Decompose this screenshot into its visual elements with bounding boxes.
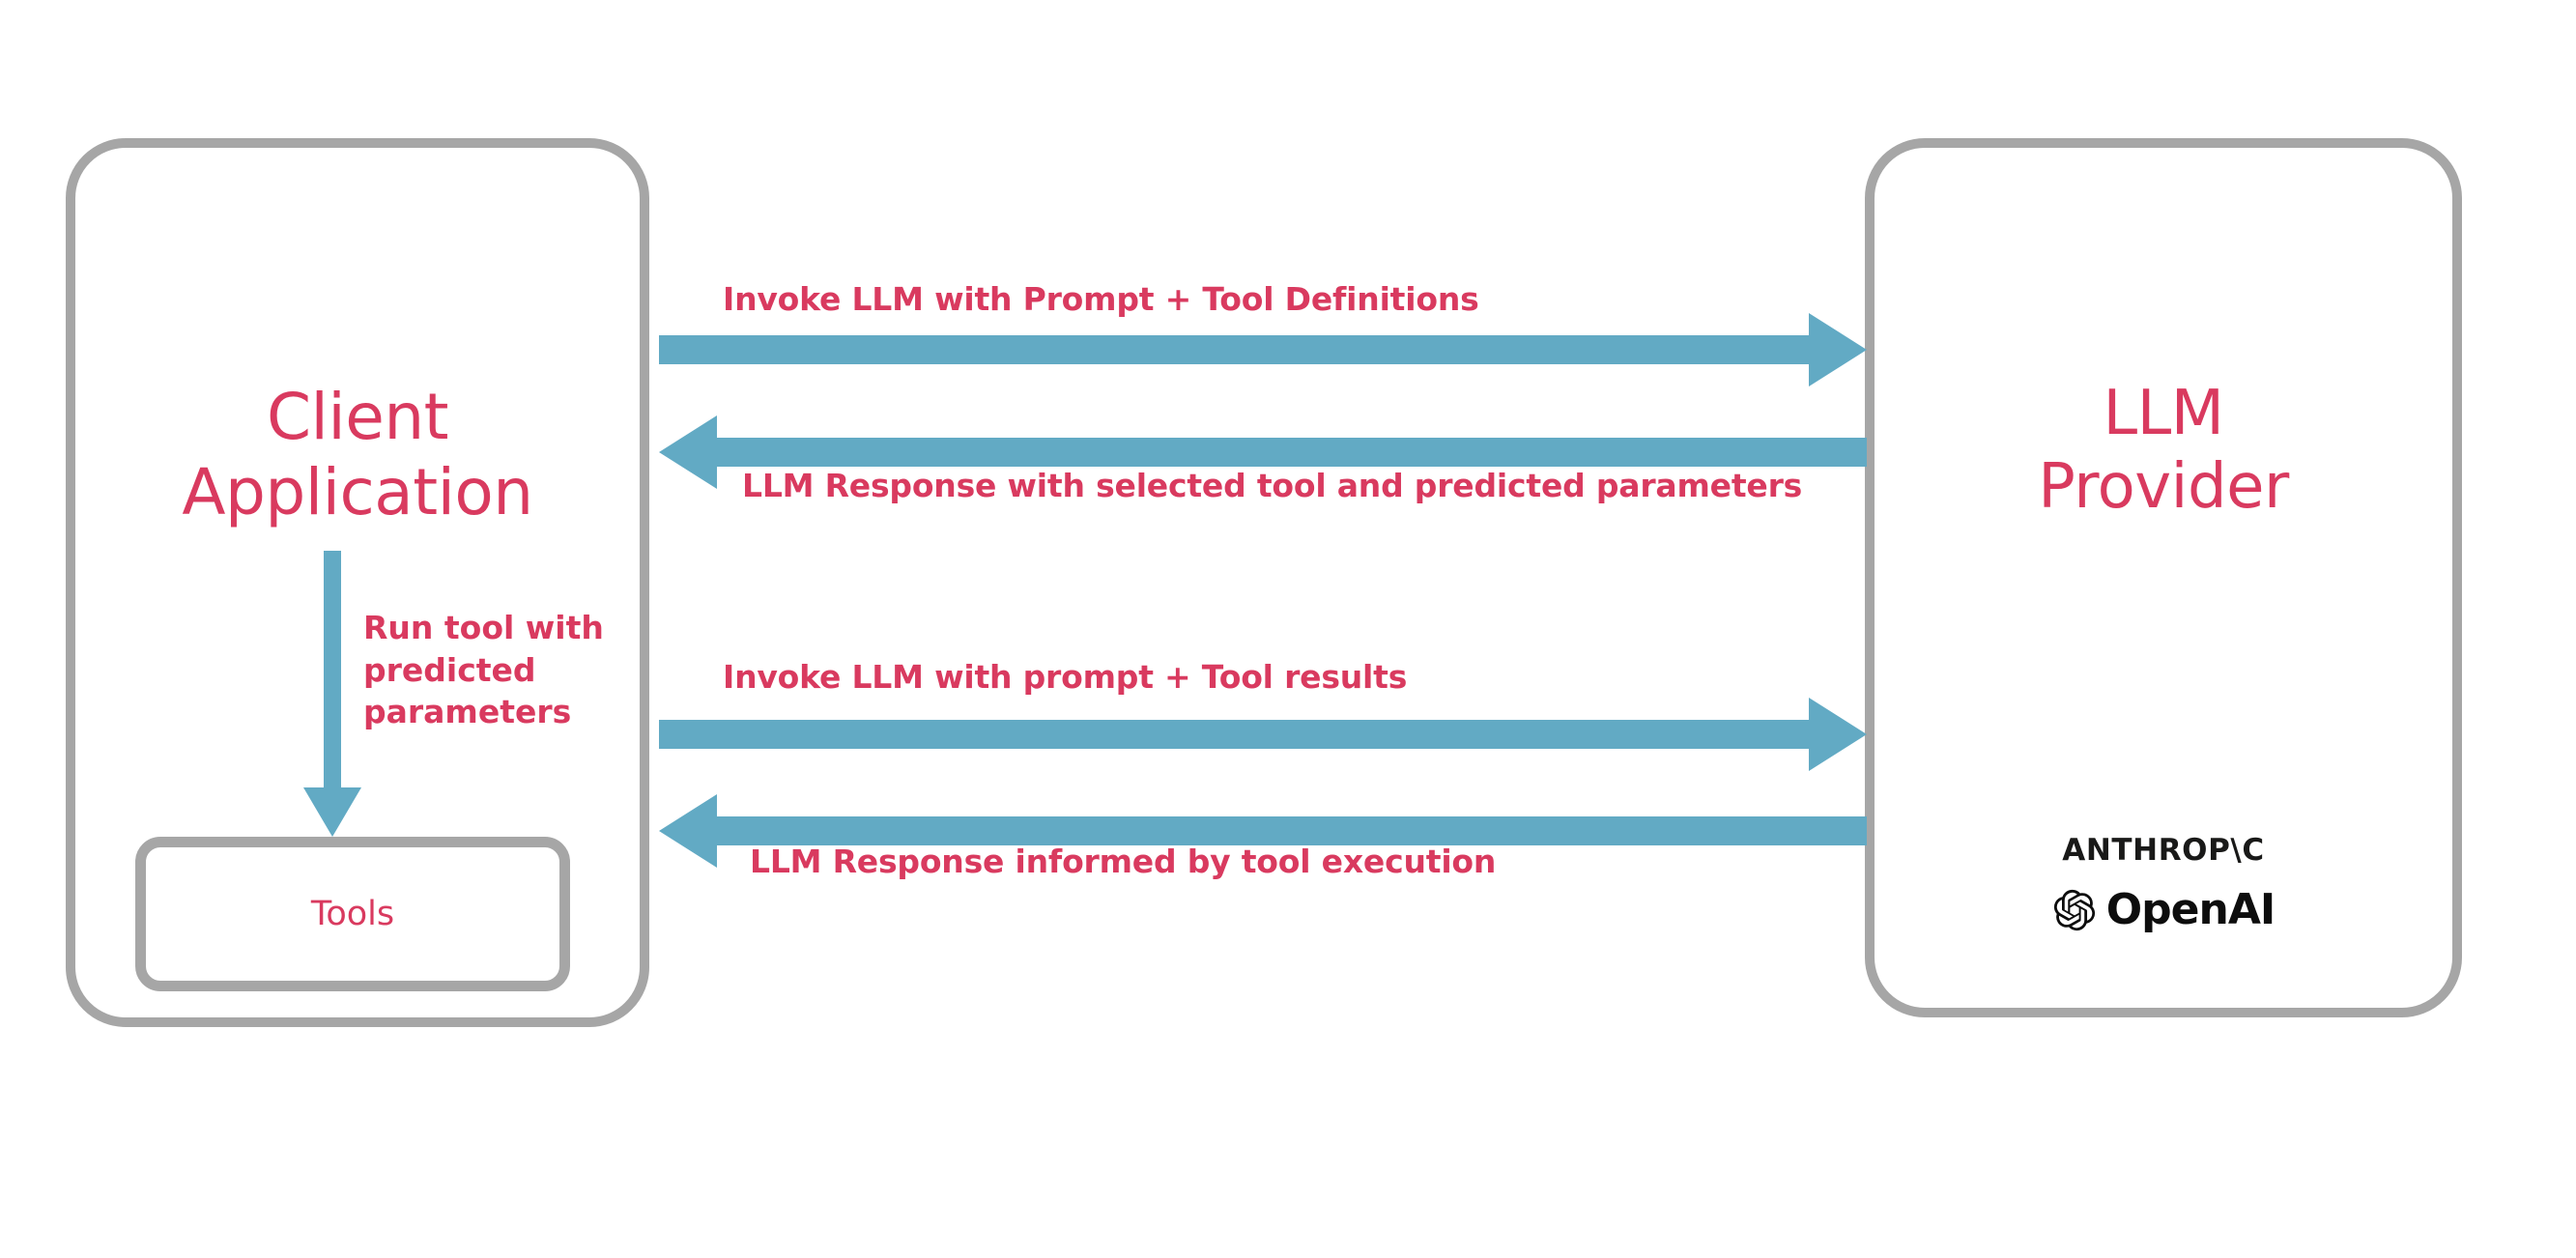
client-title-line2: Application (182, 454, 533, 529)
client-title-line1: Client (266, 380, 449, 454)
message-arrow-1-label: Invoke LLM with Prompt + Tool Definition… (723, 280, 1479, 318)
client-application-title: Client Application (75, 380, 640, 530)
llm-provider-box: LLM Provider (1865, 138, 2462, 1017)
openai-wordmark: OpenAI (2105, 885, 2275, 934)
llm-provider-title: LLM Provider (1875, 378, 2452, 524)
anthropic-logo: ANTHROP\C (2062, 833, 2265, 868)
message-arrow-2-label: LLM Response with selected tool and pred… (742, 467, 1803, 504)
vendor-logos: ANTHROP\C OpenAI (1865, 833, 2462, 934)
openai-mark-icon (2053, 889, 2095, 930)
provider-title-line2: Provider (2038, 450, 2289, 523)
tools-box: Tools (135, 837, 570, 991)
run-tool-arrow-label: Run tool with predicted parameters (363, 609, 604, 731)
provider-title-line1: LLM (2103, 378, 2224, 449)
run-tool-arrow (303, 551, 361, 837)
message-arrow-1 (659, 313, 1867, 386)
message-arrow-4 (659, 794, 1867, 868)
message-arrow-3-label: Invoke LLM with prompt + Tool results (723, 658, 1408, 696)
openai-logo: OpenAI (2052, 885, 2275, 934)
message-arrow-2 (659, 415, 1867, 489)
message-arrow-3 (659, 698, 1867, 771)
tools-label: Tools (310, 895, 395, 933)
message-arrow-4-label: LLM Response informed by tool execution (750, 843, 1497, 880)
